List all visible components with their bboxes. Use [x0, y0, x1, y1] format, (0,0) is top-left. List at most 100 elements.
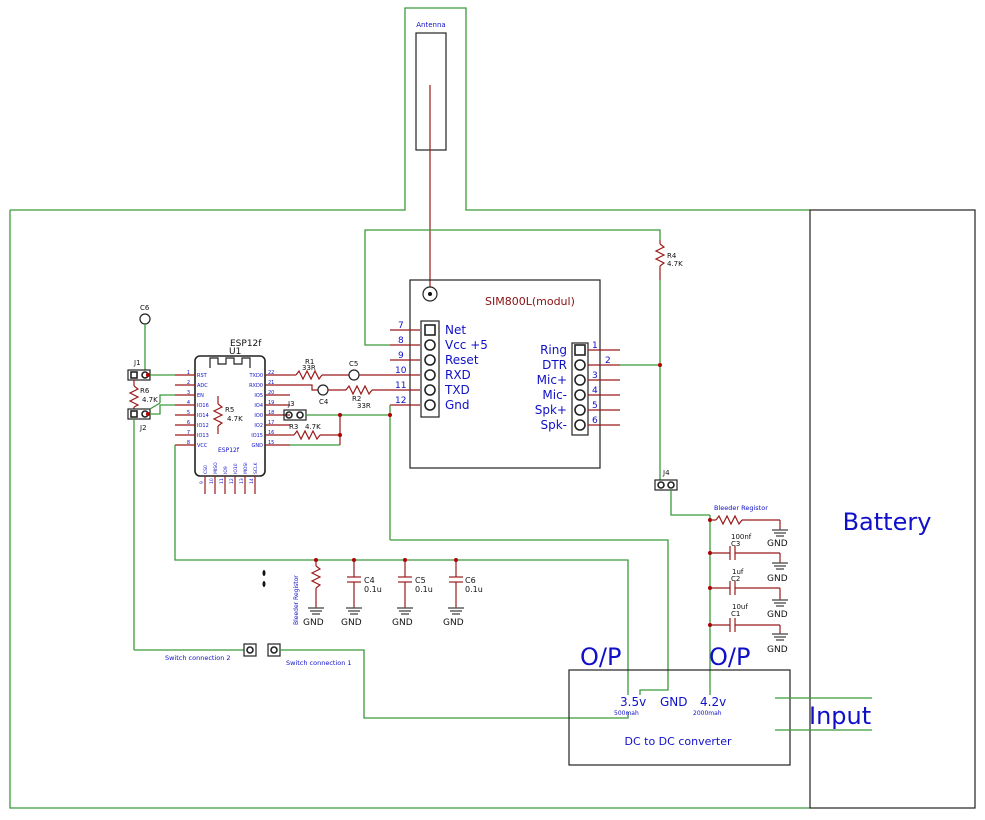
esp12f-sublabel: ESP12f [218, 447, 240, 454]
op1-label: O/P [580, 643, 621, 671]
sim-pin-row: 7 Net [390, 321, 466, 337]
svg-text:10uf: 10uf [732, 603, 748, 611]
svg-text:7: 7 [398, 321, 404, 331]
svg-text:IO0: IO0 [254, 413, 263, 419]
svg-text:33R: 33R [302, 364, 316, 372]
switch-connection-2-label: Switch connection 2 [165, 654, 231, 662]
svg-text:4.2v: 4.2v [700, 695, 726, 709]
svg-text:J3: J3 [287, 400, 295, 408]
svg-text:2: 2 [187, 380, 190, 386]
capacitor-c6: C6 0.1u GND [443, 560, 483, 628]
svg-text:MOSI: MOSI [243, 462, 249, 474]
sim-pin-row: 4 Mic- [542, 386, 620, 402]
sim-pin-row: 5 Spk+ [535, 401, 620, 417]
svg-text:TXD0: TXD0 [248, 373, 263, 379]
antenna-block: Antenna [415, 21, 447, 302]
svg-text:2000mah: 2000mah [693, 710, 722, 717]
svg-text:5: 5 [187, 410, 190, 416]
sim-pin-row: 10 RXD [390, 366, 471, 382]
battery-box [809, 209, 976, 809]
svg-text:J2: J2 [139, 424, 147, 432]
capacitor-c5: C5 0.1u GND [392, 560, 433, 628]
svg-text:GND: GND [252, 443, 264, 449]
svg-text:14: 14 [249, 478, 255, 484]
svg-text:15: 15 [268, 440, 274, 446]
svg-text:GND: GND [767, 610, 788, 620]
svg-text:5: 5 [592, 401, 598, 411]
svg-text:11: 11 [219, 478, 225, 484]
svg-text:C4: C4 [319, 398, 329, 406]
svg-text:GND: GND [767, 645, 788, 655]
svg-text:J1: J1 [133, 359, 141, 367]
svg-text:GND: GND [443, 618, 464, 628]
svg-text:MISO: MISO [213, 462, 219, 474]
svg-text:19: 19 [268, 400, 274, 406]
svg-text:VCC: VCC [197, 443, 208, 449]
sim-left-pins: 7 Net 8 Vcc +5 9 Reset 10 RXD 11 TXD [390, 321, 488, 412]
svg-text:1: 1 [187, 370, 190, 376]
esp12f-module: ESP12f U1 ESP12f [194, 339, 266, 477]
svg-text:21: 21 [268, 380, 274, 386]
dcdc-box [568, 669, 791, 766]
svg-text:GND: GND [767, 539, 788, 549]
svg-text:IO13: IO13 [197, 433, 209, 439]
switch-connection-1-label: Switch connection 1 [286, 659, 352, 667]
svg-text:Reset: Reset [445, 353, 479, 367]
svg-text:EN: EN [197, 393, 204, 399]
svg-text:C5: C5 [349, 360, 358, 368]
svg-text:Mic+: Mic+ [537, 373, 567, 387]
svg-text:0.1u: 0.1u [415, 585, 433, 594]
svg-text:Spk-: Spk- [540, 418, 567, 432]
svg-text:IO2: IO2 [254, 423, 263, 429]
svg-text:Spk+: Spk+ [535, 403, 567, 417]
input-label: Input [809, 702, 871, 730]
svg-text:C3: C3 [731, 540, 740, 548]
sim800l-module: SIM800L(modul) [409, 279, 601, 469]
svg-text:3: 3 [187, 390, 190, 396]
svg-text:SCLK: SCLK [253, 461, 259, 474]
svg-text:4: 4 [592, 386, 598, 396]
r5-resistor: R5 4.7K [212, 396, 243, 434]
svg-text:IO14: IO14 [197, 413, 209, 419]
antenna-box [415, 32, 447, 151]
svg-text:RXD: RXD [445, 368, 471, 382]
svg-text:100nf: 100nf [731, 533, 752, 541]
svg-text:ADC: ADC [197, 383, 208, 389]
svg-text:RXD0: RXD0 [249, 383, 263, 389]
switch-connection-1-pad[interactable] [267, 643, 281, 657]
svg-text:R3: R3 [289, 423, 298, 431]
svg-text:GND: GND [341, 618, 362, 628]
svg-text:0.1u: 0.1u [364, 585, 382, 594]
svg-text:7: 7 [187, 430, 190, 436]
svg-text:8: 8 [398, 336, 404, 346]
svg-text:4: 4 [187, 400, 190, 406]
svg-text:GND: GND [392, 618, 413, 628]
svg-text:18: 18 [268, 410, 274, 416]
svg-text:IO9: IO9 [223, 466, 229, 474]
dtr-network: R4 4.7K J4 [620, 240, 710, 516]
svg-text:Gnd: Gnd [445, 398, 470, 412]
boot-circuit: J3 R3 4.7K [283, 400, 392, 540]
svg-text:IO16: IO16 [197, 403, 209, 409]
sim-pin-row: 11 TXD [390, 381, 470, 397]
board-outline [9, 7, 810, 809]
svg-text:22: 22 [268, 370, 274, 376]
svg-text:IO12: IO12 [197, 423, 209, 429]
battery-block: Battery [809, 209, 976, 809]
svg-text:4.7K: 4.7K [142, 396, 158, 404]
svg-text:9: 9 [398, 351, 404, 361]
svg-text:17: 17 [268, 420, 274, 426]
svg-text:20: 20 [268, 390, 274, 396]
esp12f-ref: U1 [229, 347, 241, 357]
svg-text:RST: RST [197, 373, 208, 379]
svg-text:GND: GND [660, 695, 688, 709]
svg-text:J4: J4 [662, 469, 670, 477]
svg-text:R4: R4 [667, 252, 677, 260]
svg-text:Bleeder Registor: Bleeder Registor [293, 575, 300, 625]
switch-connection-2-pad[interactable] [243, 643, 257, 657]
sim-pin-row: 9 Reset [390, 351, 479, 367]
svg-text:11: 11 [395, 381, 406, 391]
svg-text:R6: R6 [140, 387, 150, 395]
op2-label: O/P [709, 643, 750, 671]
